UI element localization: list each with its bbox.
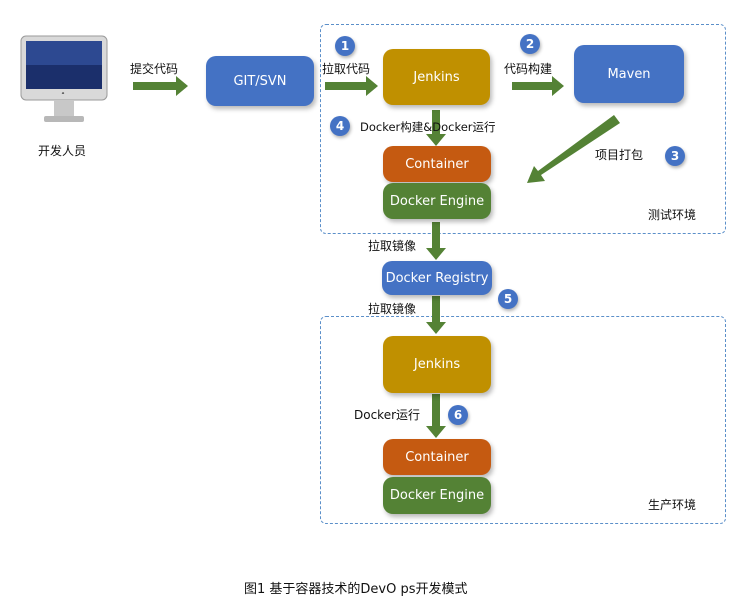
- prod-environment-zone: [320, 316, 726, 524]
- step-badge-1: 1: [335, 36, 355, 56]
- step-badge-5: 5: [498, 289, 518, 309]
- docker-run-label: Docker运行: [354, 408, 421, 422]
- package-label: 项目打包: [595, 148, 644, 162]
- arrow-docker-build: [426, 110, 446, 146]
- developer-monitor-icon: [18, 34, 110, 128]
- prod-environment-label: 生产环境: [648, 498, 697, 512]
- step-badge-3: 3: [665, 146, 685, 166]
- arrow-build-code: [512, 76, 564, 96]
- jenkins-test-node: Jenkins: [383, 49, 490, 105]
- arrow-docker-run: [426, 394, 446, 438]
- step-badge-4: 4: [330, 116, 350, 136]
- arrow-pull-code: [325, 76, 378, 96]
- developer-label: 开发人员: [38, 144, 87, 158]
- container-prod-node: Container: [383, 439, 491, 475]
- step-badge-2: 2: [520, 34, 540, 54]
- pull-image-label-1: 拉取镜像: [368, 239, 417, 253]
- docker-engine-prod-node: Docker Engine: [383, 477, 491, 514]
- commit-code-label: 提交代码: [130, 62, 179, 76]
- arrow-commit: [133, 76, 188, 96]
- docker-registry-node: Docker Registry: [382, 261, 492, 295]
- arrow-pull-image-2: [426, 296, 446, 334]
- docker-engine-test-node: Docker Engine: [383, 183, 491, 219]
- docker-build-run-label: Docker构建&Docker运行: [360, 120, 496, 134]
- test-environment-zone: [320, 24, 726, 234]
- arrow-package: [527, 115, 620, 183]
- arrow-group: [133, 76, 620, 438]
- pull-image-label-2: 拉取镜像: [368, 302, 417, 316]
- step-badge-6: 6: [448, 405, 468, 425]
- build-code-label: 代码构建: [504, 62, 553, 76]
- figure-caption: 图1 基于容器技术的DevO ps开发模式: [244, 582, 468, 597]
- container-test-node: Container: [383, 146, 491, 182]
- jenkins-prod-node: Jenkins: [383, 336, 491, 393]
- arrow-pull-image-1: [426, 222, 446, 260]
- git-svn-node: GIT/SVN: [206, 56, 314, 106]
- maven-node: Maven: [574, 45, 684, 103]
- test-environment-label: 测试环境: [648, 208, 697, 222]
- pull-code-label: 拉取代码: [322, 62, 371, 76]
